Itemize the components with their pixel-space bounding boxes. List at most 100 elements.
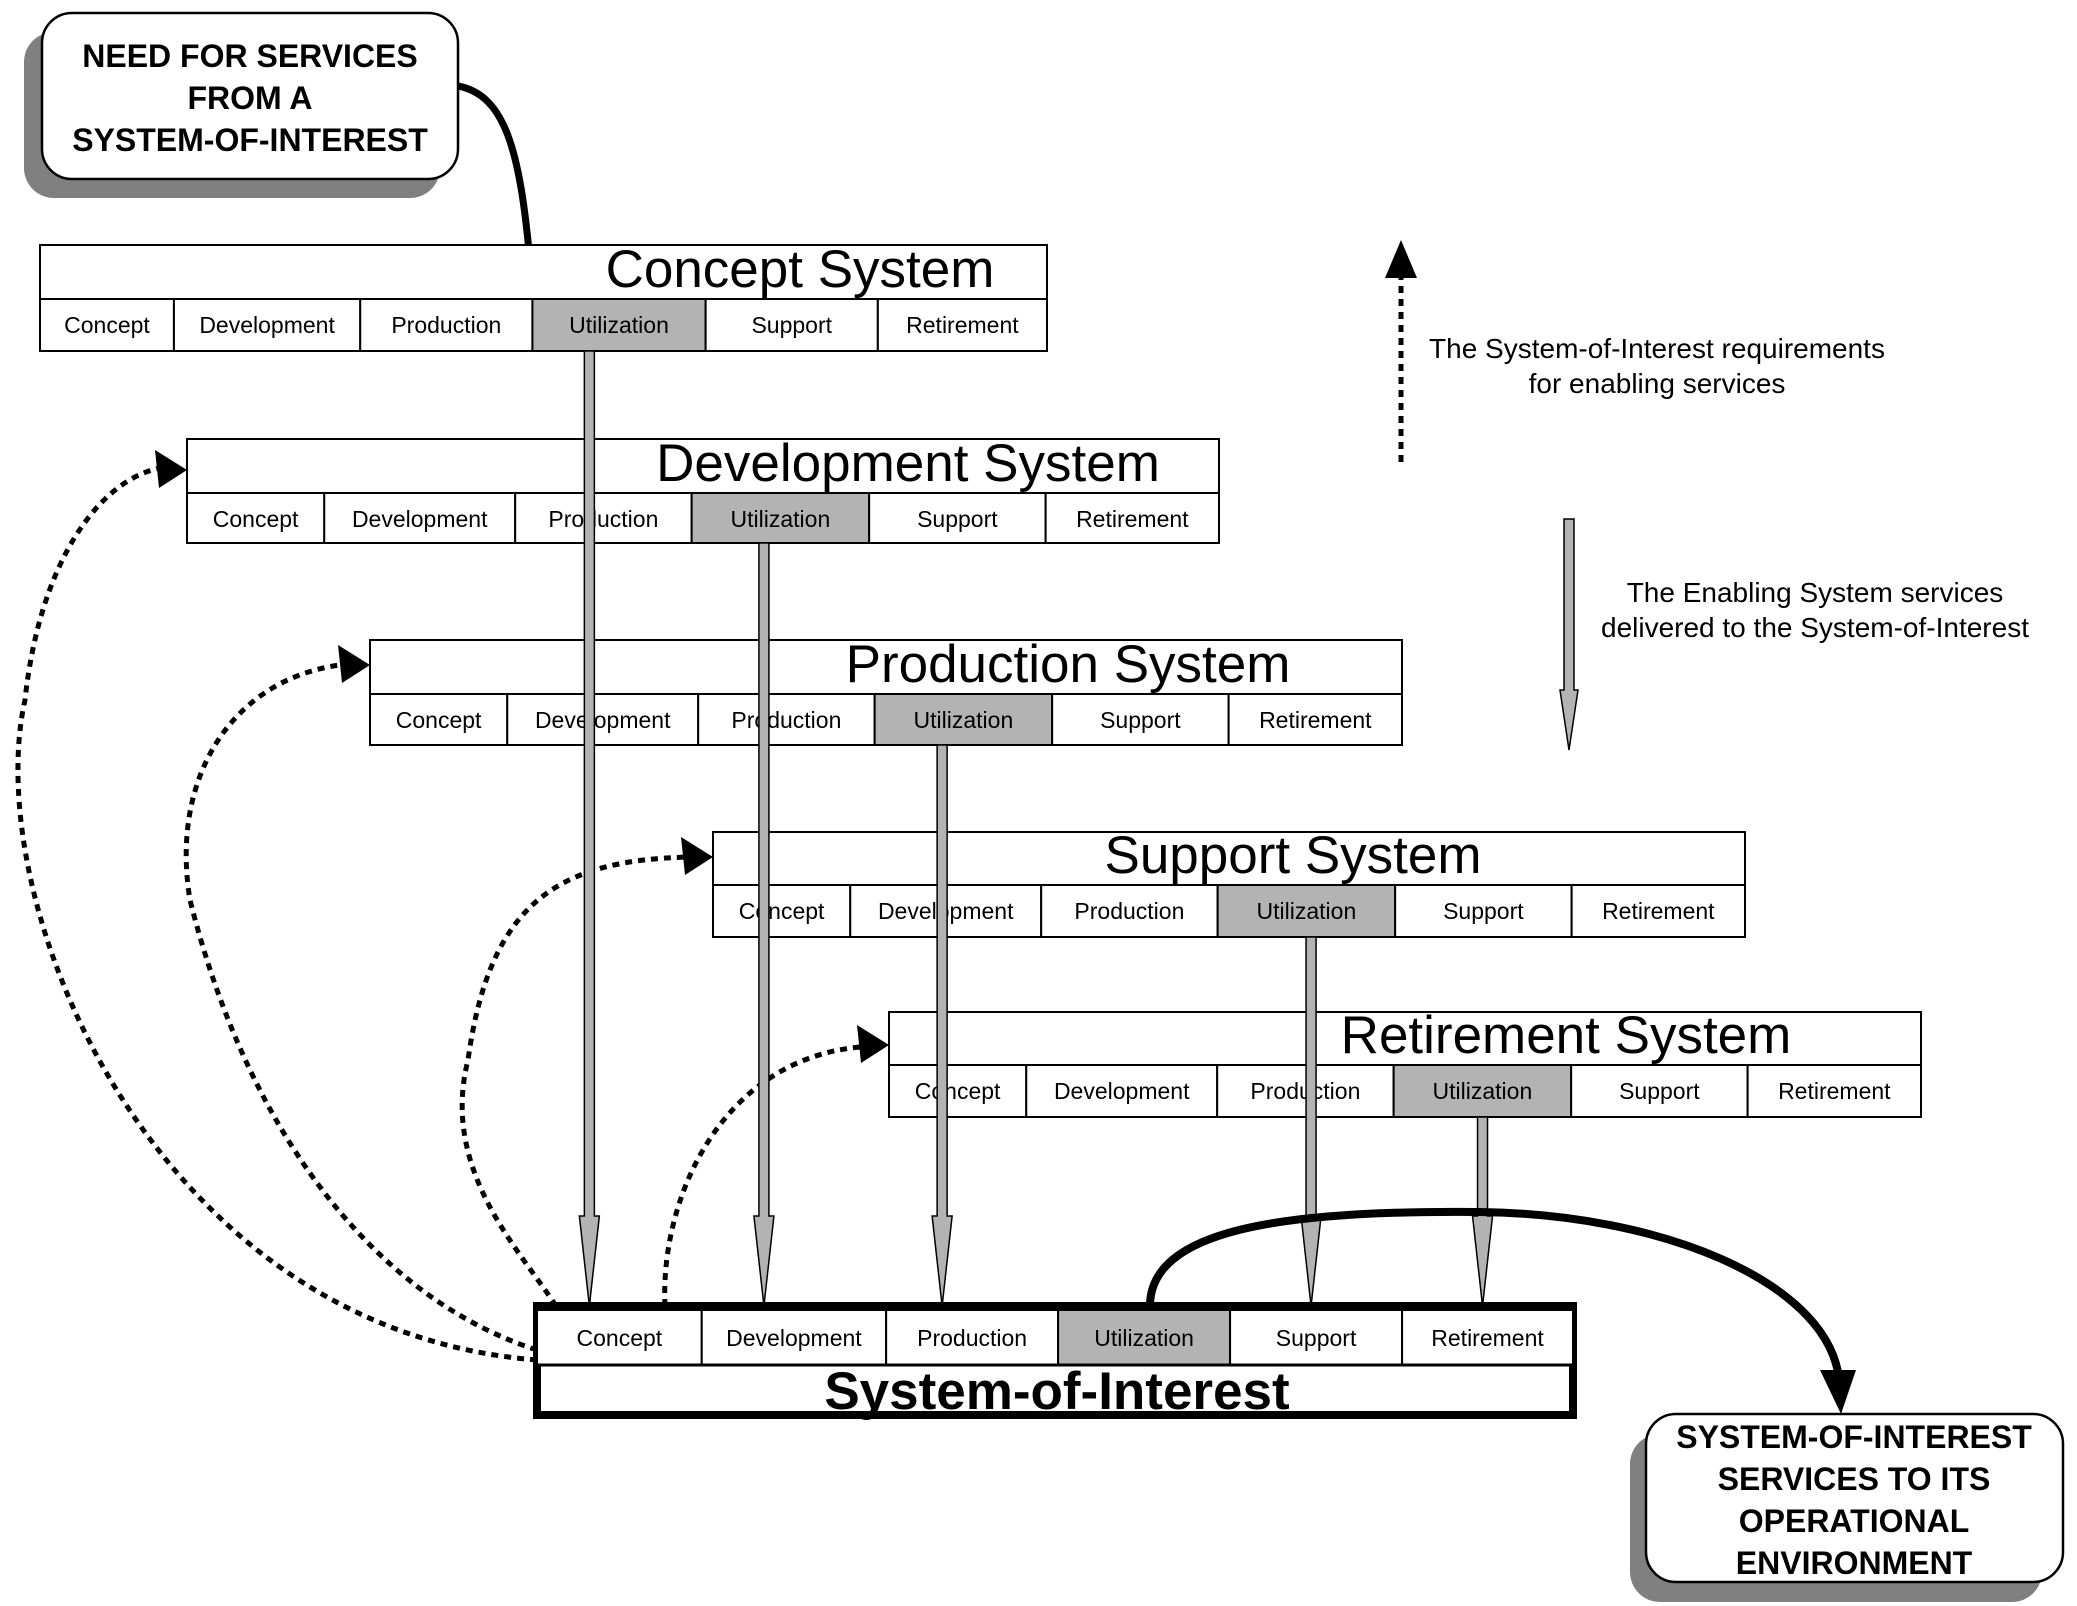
soi-stage-cell-production: [885, 1309, 1060, 1366]
stage-cell-support: [868, 492, 1047, 544]
stage-label-production: Production: [548, 506, 658, 532]
system-title: Retirement System: [1341, 1006, 1792, 1065]
stage-cell-concept: [369, 693, 509, 746]
requirement-arrow-head: [857, 1025, 889, 1063]
requirement-arrow-retirement-system: [662, 1044, 861, 1307]
stage-cell-development: [506, 693, 700, 746]
service-arrow-concept-system: [578, 350, 601, 1307]
stage-cell-retirement: [876, 298, 1048, 352]
stage-cell-support: [1394, 884, 1573, 938]
output-arrow: [1146, 1207, 1842, 1373]
need-callout-box: [40, 11, 460, 181]
stage-cell-production: [514, 492, 693, 544]
service-arrows: [578, 350, 1494, 1307]
system-title: Support System: [1104, 826, 1481, 885]
output-arrow-head: [1820, 1370, 1856, 1414]
stage-label-development: Development: [199, 312, 335, 338]
stage-label-retirement: Retirement: [1602, 898, 1715, 924]
output-line-4: ENVIRONMENT: [1736, 1545, 1973, 1581]
output-line-3: OPERATIONAL: [1739, 1503, 1970, 1539]
need-line-2: FROM A: [187, 80, 312, 116]
output-callout-box: [1644, 1412, 2065, 1584]
soi-stage-cell-retirement: [1401, 1309, 1575, 1366]
output-line-1: SYSTEM-OF-INTEREST: [1676, 1419, 2032, 1455]
stage-cell-retirement: [1746, 1064, 1923, 1118]
stage-cell-production: [697, 693, 876, 746]
stage-label-support: Support: [1619, 1078, 1700, 1104]
stage-label-concept: Concept: [915, 1078, 1001, 1104]
stage-label-retirement: Retirement: [1076, 506, 1189, 532]
requirement-arrow-head: [155, 450, 187, 488]
stage-label-development: Development: [1054, 1078, 1190, 1104]
stage-cell-retirement: [1227, 693, 1404, 746]
stage-label-utilization: Utilization: [914, 707, 1014, 733]
soi-stage-label-utilization: Utilization: [1094, 1325, 1194, 1351]
service-arrow-support-system: [1300, 936, 1322, 1307]
legend-services-line-1: The Enabling System services: [1627, 577, 2004, 608]
stage-label-retirement: Retirement: [906, 312, 1019, 338]
stage-cell-concept: [888, 1064, 1028, 1118]
need-arrow: [457, 82, 534, 263]
stage-cell-utilization: [531, 298, 707, 352]
stage-label-concept: Concept: [64, 312, 150, 338]
requirement-arrow-head: [338, 645, 370, 683]
need-line-3: SYSTEM-OF-INTEREST: [72, 122, 428, 158]
stage-cell-utilization: [1392, 1064, 1573, 1118]
requirement-arrow-development-system: [15, 465, 538, 1363]
stage-cell-development: [323, 492, 517, 544]
stage-cell-utilization: [873, 693, 1054, 746]
legend-service-arrow: [1559, 518, 1579, 751]
output-line-2: SERVICES TO ITS: [1718, 1461, 1991, 1497]
soi-stage-label-support: Support: [1276, 1325, 1357, 1351]
legend-requirements-line-1: The System-of-Interest requirements: [1429, 333, 1885, 364]
output-callout: SYSTEM-OF-INTEREST SERVICES TO ITS OPERA…: [1630, 1412, 2065, 1602]
stage-label-retirement: Retirement: [1778, 1078, 1891, 1104]
stage-label-concept: Concept: [739, 898, 825, 924]
stage-cell-retirement: [1570, 884, 1747, 938]
requirement-arrow-head: [681, 837, 713, 875]
requirement-arrow-support-system: [459, 854, 691, 1308]
stage-cell-production: [1040, 884, 1219, 938]
legend: The System-of-Interest requirements for …: [1385, 240, 2029, 751]
system-title: Development System: [656, 434, 1160, 493]
stage-cell-concept: [712, 884, 852, 938]
stage-label-support: Support: [1100, 707, 1181, 733]
need-callout: NEED FOR SERVICES FROM A SYSTEM-OF-INTER…: [24, 11, 460, 198]
stage-cell-support: [1051, 693, 1230, 746]
system-title: Production System: [846, 635, 1291, 694]
support-system: Support SystemConceptDevelopmentProducti…: [712, 826, 1747, 938]
stage-label-support: Support: [917, 506, 998, 532]
soi-stage-cell-concept: [536, 1309, 703, 1366]
soi-stage-label-production: Production: [917, 1325, 1027, 1351]
soi-stage-label-retirement: Retirement: [1431, 1325, 1544, 1351]
stage-label-concept: Concept: [213, 506, 299, 532]
service-arrow-development-system: [753, 542, 775, 1307]
legend-dotted-arrow-head: [1385, 240, 1417, 278]
legend-requirements-line-2: for enabling services: [1529, 368, 1786, 399]
soi-stage-label-development: Development: [726, 1325, 862, 1351]
stage-label-utilization: Utilization: [1257, 898, 1357, 924]
legend-services-line-2: delivered to the System-of-Interest: [1601, 612, 2029, 643]
retirement-system: Retirement SystemConceptDevelopmentProdu…: [888, 1006, 1923, 1118]
stage-cell-production: [359, 298, 534, 352]
stage-label-retirement: Retirement: [1259, 707, 1372, 733]
stage-label-concept: Concept: [396, 707, 482, 733]
stage-label-support: Support: [751, 312, 832, 338]
stage-label-utilization: Utilization: [569, 312, 669, 338]
service-arrow-production-system: [931, 744, 953, 1307]
soi-stage-label-concept: Concept: [577, 1325, 663, 1351]
need-line-1: NEED FOR SERVICES: [82, 38, 417, 74]
stage-label-production: Production: [1074, 898, 1184, 924]
stage-label-utilization: Utilization: [1433, 1078, 1533, 1104]
stage-cell-retirement: [1044, 492, 1221, 544]
soi-title: System-of-Interest: [824, 1362, 1289, 1421]
stage-label-support: Support: [1443, 898, 1524, 924]
stage-cell-concept: [186, 492, 326, 544]
stage-label-development: Development: [352, 506, 488, 532]
